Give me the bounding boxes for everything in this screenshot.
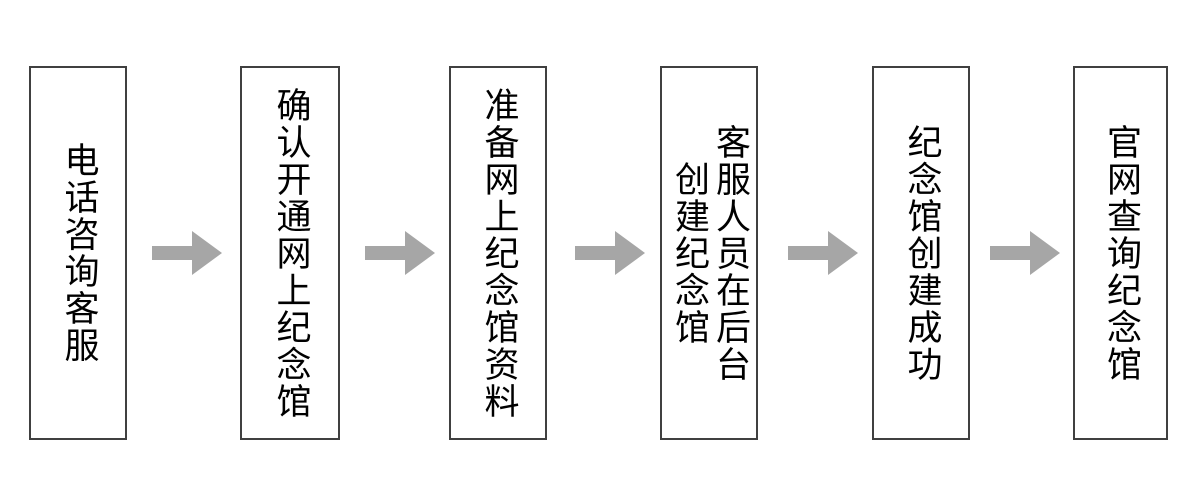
flow-node-6-column-1: 官网查询纪念馆 [1100, 123, 1141, 383]
flow-node-3[interactable]: 准备网上纪念馆资料 [449, 66, 547, 440]
flow-node-3-column-1: 准备网上纪念馆资料 [478, 86, 519, 420]
flow-node-5-column-1: 纪念馆创建成功 [901, 123, 942, 383]
flow-node-6[interactable]: 官网查询纪念馆 [1073, 66, 1168, 440]
flow-arrow-right-icon-4 [788, 231, 858, 275]
flow-arrow-right-icon-5 [990, 231, 1060, 275]
flow-arrow-right-icon-3 [575, 231, 645, 275]
flow-arrow-right-icon-2 [365, 231, 435, 275]
flow-node-4-column-2: 创建纪念馆 [669, 160, 709, 346]
flow-node-1[interactable]: 电话咨询客服 [29, 66, 127, 440]
flow-arrow-right-icon-1 [152, 231, 222, 275]
flow-node-1-column-1: 电话咨询客服 [58, 142, 99, 364]
flow-node-5[interactable]: 纪念馆创建成功 [872, 66, 970, 440]
flow-node-2-column-1: 确认开通网上纪念馆 [270, 86, 311, 420]
flow-node-4-column-1: 客服人员在后台 [709, 123, 750, 383]
flow-node-4[interactable]: 客服人员在后台 创建纪念馆 [660, 66, 758, 440]
flow-node-2[interactable]: 确认开通网上纪念馆 [240, 66, 340, 440]
